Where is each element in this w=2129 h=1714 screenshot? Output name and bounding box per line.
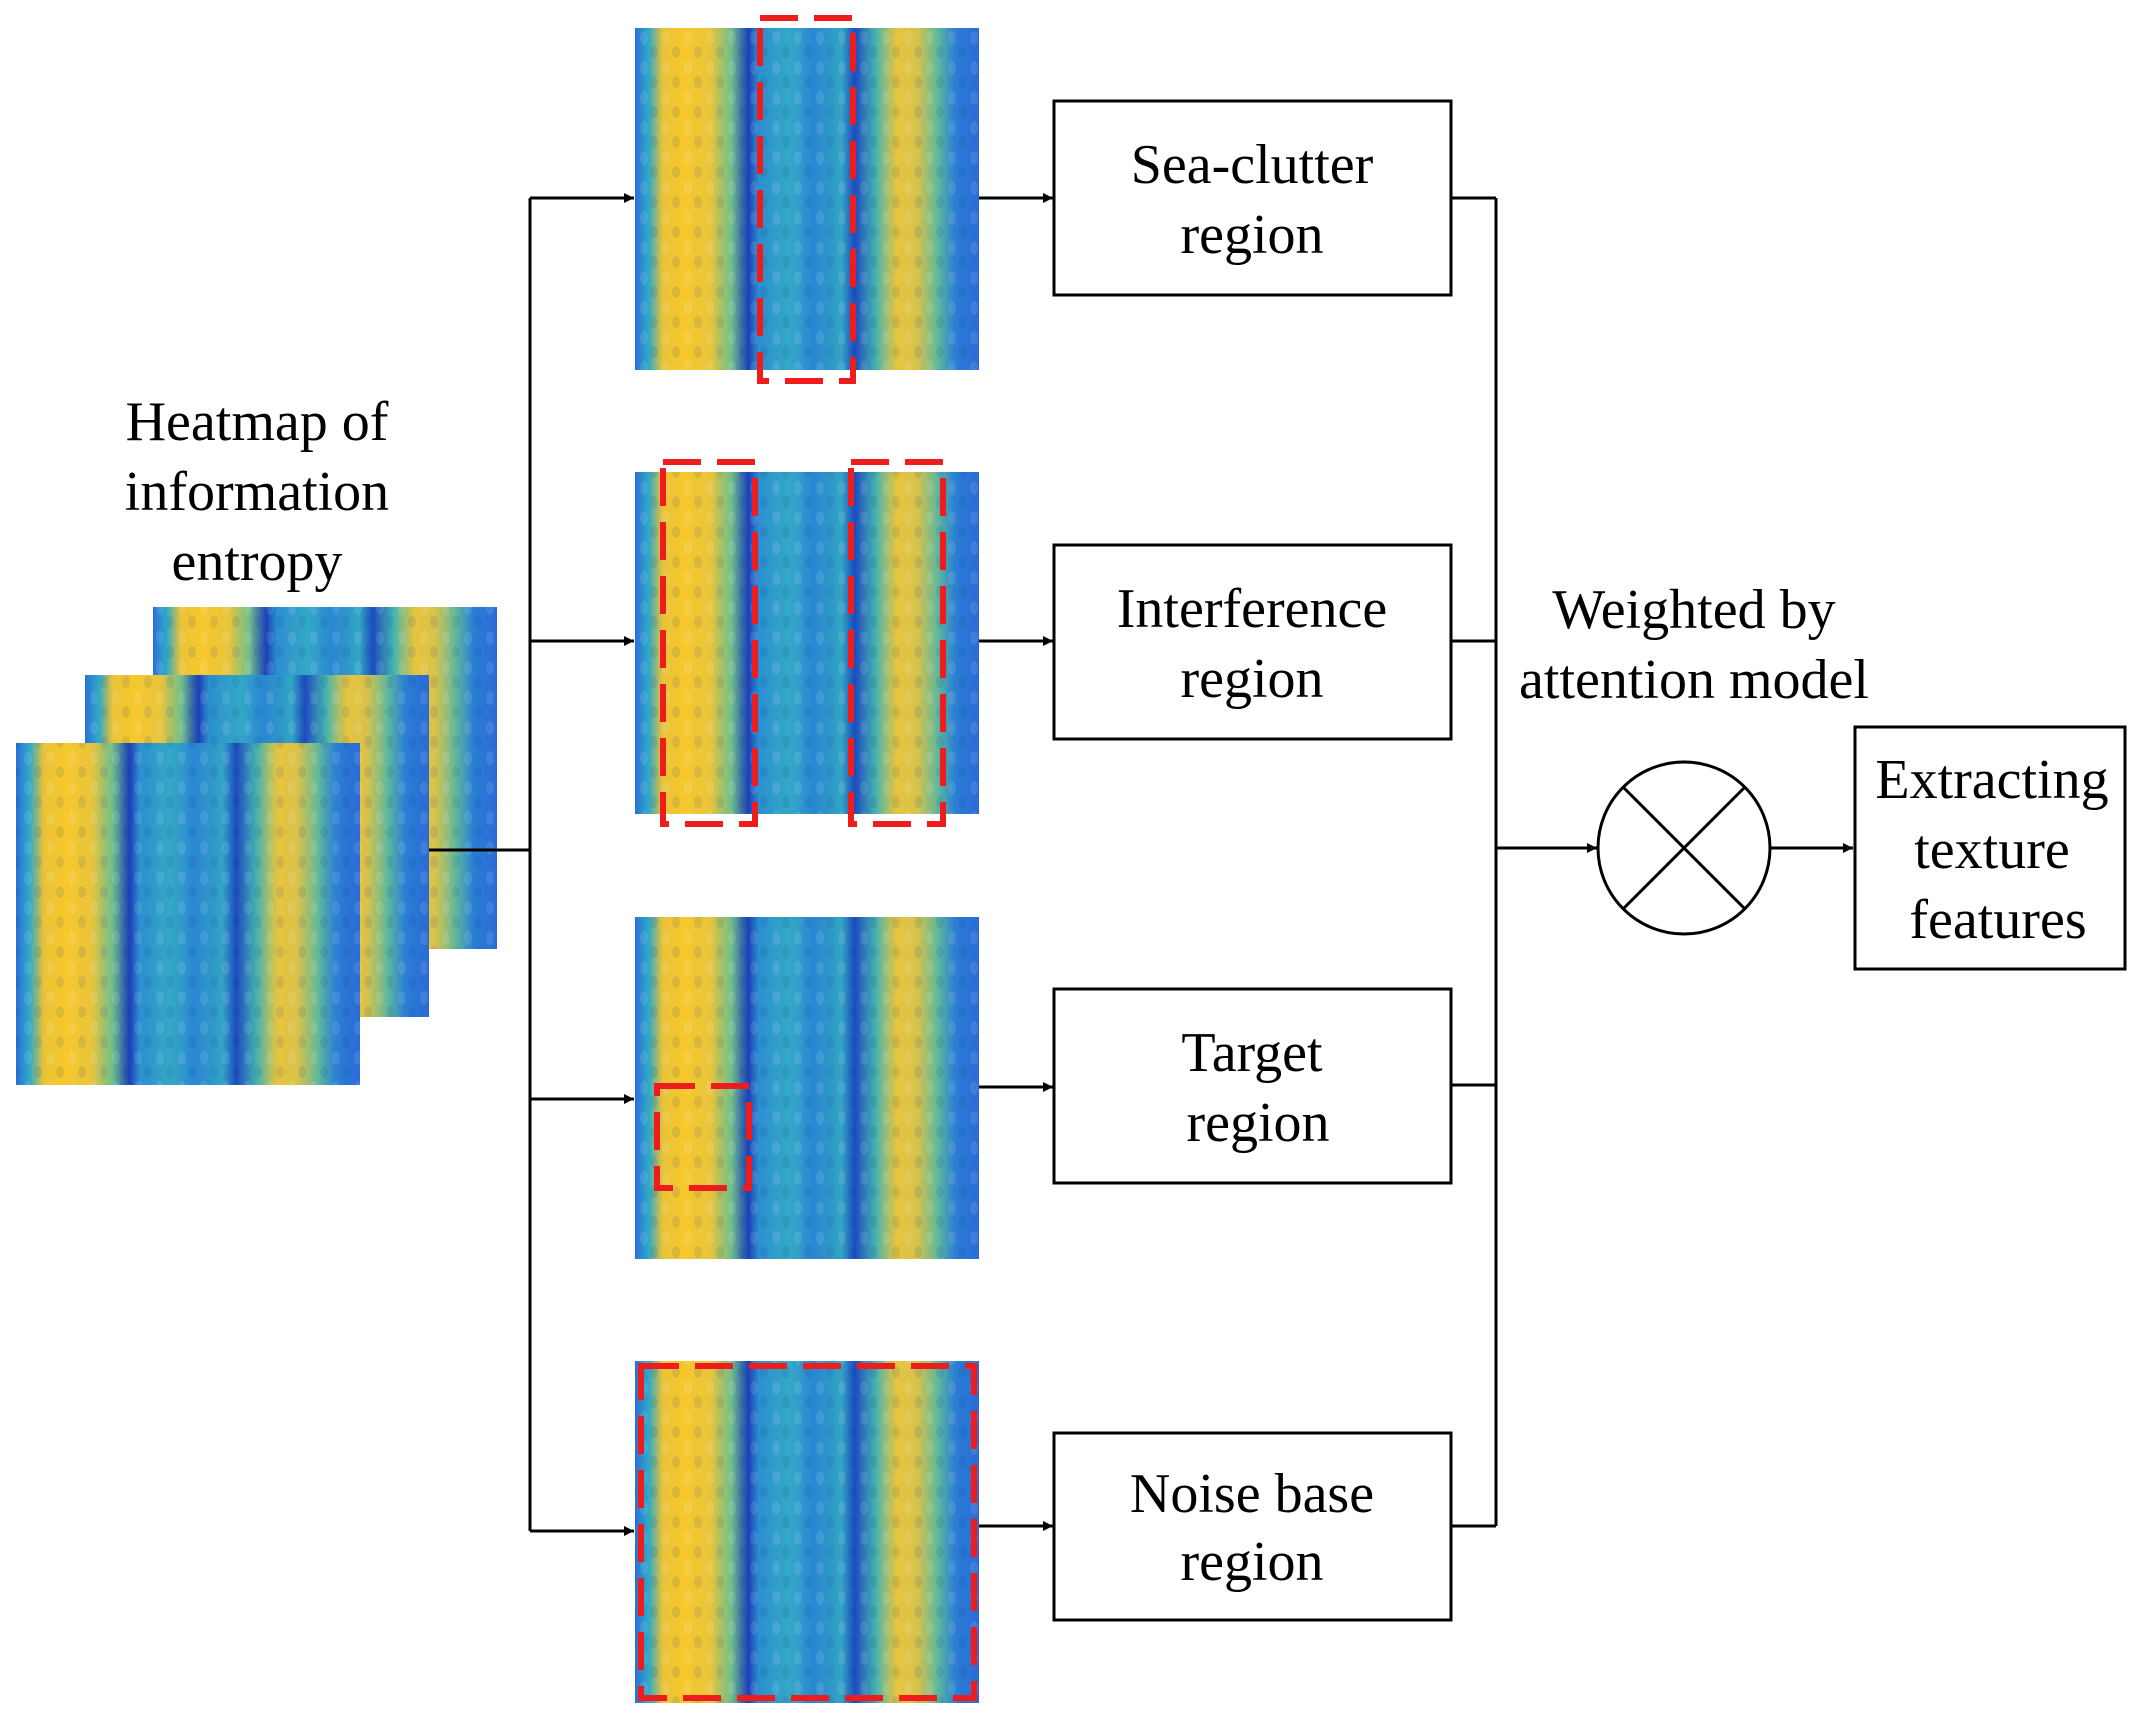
region-box-target: Target region <box>1052 987 1453 1185</box>
heatmap-label-line-2: information <box>125 461 389 523</box>
heatmap-target <box>635 917 979 1259</box>
region-box-interference: Interference region <box>1052 543 1453 741</box>
region-label-line-2: region <box>1180 648 1323 710</box>
region-label-line-1: Interference <box>1117 578 1387 640</box>
region-arrows <box>979 193 1053 1531</box>
region-label-line-2: region <box>1186 1092 1329 1154</box>
heatmap-interference <box>635 459 979 827</box>
sea-clutter-highlight-box <box>757 15 856 384</box>
output-label-line-1: Extracting <box>1875 749 2108 811</box>
multiply-circle-icon <box>1596 760 1772 936</box>
interference-highlight-box-left <box>660 459 758 827</box>
heatmap-sea-clutter <box>635 15 979 384</box>
target-highlight-box <box>654 1083 752 1191</box>
split-connectors <box>429 193 634 1536</box>
attention-label-line-2: attention model <box>1519 649 1869 711</box>
region-label-line-2: region <box>1180 204 1323 266</box>
region-label-line-1: Noise base <box>1130 1463 1374 1525</box>
region-label-line-1: Target <box>1181 1022 1323 1084</box>
output-label-line-3: features <box>1909 889 2086 951</box>
merge-connectors <box>1451 196 1597 1528</box>
region-label-line-2: region <box>1180 1531 1323 1593</box>
noise-base-highlight-box <box>638 1363 977 1701</box>
region-box-noise-base: Noise base region <box>1052 1431 1453 1622</box>
input-heatmap-stack <box>16 607 497 1085</box>
output-label-line-2: texture <box>1914 819 2069 881</box>
heatmap-noise-base <box>635 1361 979 1703</box>
heatmap-label-line-1: Heatmap of <box>126 391 389 453</box>
region-box-sea-clutter: Sea-clutter region <box>1052 99 1453 297</box>
attention-label-line-1: Weighted by <box>1552 579 1835 641</box>
region-label-line-1: Sea-clutter <box>1131 134 1374 196</box>
input-heatmap-front <box>16 743 360 1085</box>
output-box: Extracting texture features <box>1853 725 2127 971</box>
interference-highlight-box-right <box>848 459 946 827</box>
heatmap-label-line-3: entropy <box>171 531 342 593</box>
